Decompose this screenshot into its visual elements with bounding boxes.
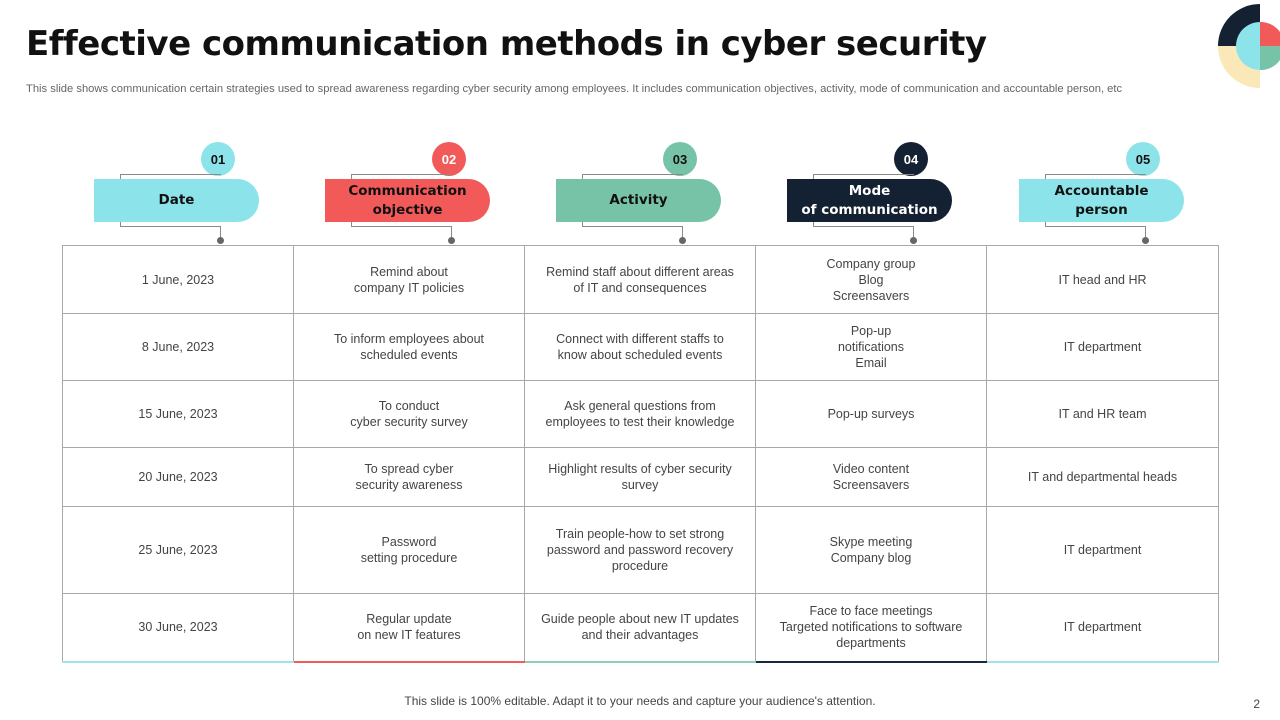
step-number-badge: 05 [1126,142,1160,176]
date-cell: 20 June, 2023 [62,447,294,507]
column-header-label: Accountable person [1019,179,1184,222]
date-cell: 25 June, 2023 [62,506,294,594]
objective-cell: To inform employees about scheduled even… [293,313,525,381]
activity-cell: Remind staff about different areas of IT… [524,245,756,314]
column-header-label: Date [94,179,259,222]
step-number-badge: 02 [432,142,466,176]
date-cell: 8 June, 2023 [62,313,294,381]
mode-cell: Face to face meetings Targeted notificat… [755,593,987,663]
activity-cell: Train people-how to set strong password … [524,506,756,594]
person-cell: IT head and HR [986,245,1219,314]
date-cell: 30 June, 2023 [62,593,294,663]
person-cell: IT and departmental heads [986,447,1219,507]
person-cell: IT department [986,593,1219,663]
objective-cell: Password setting procedure [293,506,525,594]
bracket-dot-line [679,237,686,244]
page-number: 2 [1253,697,1260,711]
bracket-dot-line [1142,237,1149,244]
bracket-drop-line [682,226,683,240]
bracket-drop-line [220,226,221,240]
objective-cell: To conduct cyber security survey [293,380,525,448]
mode-cell: Pop-up notifications Email [755,313,987,381]
bracket-top-line [813,174,914,181]
date-cell: 15 June, 2023 [62,380,294,448]
bracket-top-line [120,174,221,181]
person-cell: IT department [986,506,1219,594]
bracket-drop-line [451,226,452,240]
person-cell: IT and HR team [986,380,1219,448]
person-cell: IT department [986,313,1219,381]
activity-cell: Guide people about new IT updates and th… [524,593,756,663]
bracket-top-line [1045,174,1146,181]
mode-cell: Video content Screensavers [755,447,987,507]
column-header-label: Mode of communication [787,179,952,222]
objective-cell: To spread cyber security awareness [293,447,525,507]
activity-cell: Ask general questions from employees to … [524,380,756,448]
column-header-label: Communication objective [325,179,490,222]
slide-subtitle: This slide shows communication certain s… [26,83,1123,95]
mode-cell: Pop-up surveys [755,380,987,448]
bracket-dot-line [910,237,917,244]
bracket-bottom-line [1045,220,1146,227]
step-number-badge: 01 [201,142,235,176]
bracket-bottom-line [120,220,221,227]
column-header-label: Activity [556,179,721,222]
objective-cell: Remind about company IT policies [293,245,525,314]
activity-cell: Highlight results of cyber security surv… [524,447,756,507]
bracket-drop-line [1145,226,1146,240]
bracket-dot-line [217,237,224,244]
activity-cell: Connect with different staffs to know ab… [524,313,756,381]
bracket-top-line [351,174,452,181]
bracket-bottom-line [582,220,683,227]
step-number-badge: 03 [663,142,697,176]
footer-note: This slide is 100% editable. Adapt it to… [404,694,876,708]
bracket-dot-line [448,237,455,244]
bracket-drop-line [913,226,914,240]
bracket-bottom-line [813,220,914,227]
step-number-badge: 04 [894,142,928,176]
bracket-bottom-line [351,220,452,227]
date-cell: 1 June, 2023 [62,245,294,314]
mode-cell: Skype meeting Company blog [755,506,987,594]
objective-cell: Regular update on new IT features [293,593,525,663]
bracket-top-line [582,174,683,181]
mode-cell: Company group Blog Screensavers [755,245,987,314]
slide-title: Effective communication methods in cyber… [26,24,987,64]
decorative-logo-icon [1218,4,1280,88]
